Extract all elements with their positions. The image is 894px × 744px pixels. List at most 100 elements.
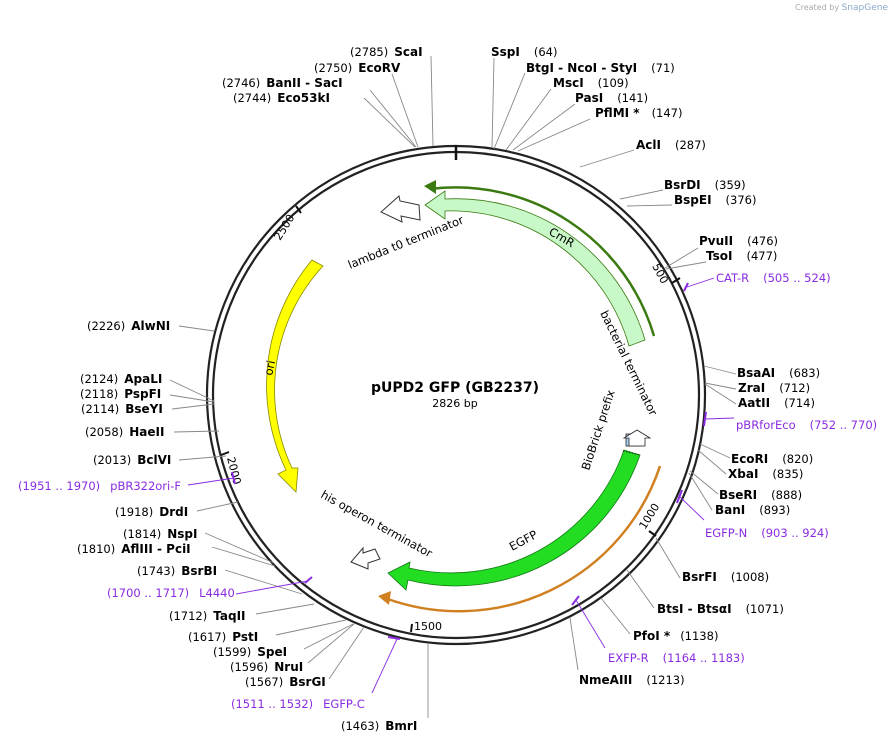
site-btsi-btsai: BtsI - BtsαI(1071)	[657, 602, 784, 616]
leader-pspfi	[169, 394, 215, 403]
primer-mark-cat-r	[683, 282, 689, 292]
tick-label-1000: 1000	[637, 501, 663, 532]
site-eco53ki: (2744)Eco53kI	[233, 91, 330, 105]
site-psti: (1617)PstI	[188, 630, 258, 644]
credit-prefix: Created by	[795, 3, 840, 12]
primer-labels: CAT-R(505 .. 524) pBRforEco(752 .. 770) …	[18, 271, 877, 711]
primer-leader-l4440	[235, 580, 309, 595]
site-ecori: EcoRI(820)	[731, 452, 813, 466]
site-ecorv: (2750)EcoRV	[314, 61, 401, 75]
leader-bseri	[689, 470, 719, 495]
his-terminator-arrow	[350, 546, 381, 570]
primer-mark-exfp-r	[571, 595, 580, 606]
site-bseyi: (2114)BseYI	[81, 402, 163, 416]
primer-leader-exfp-r	[575, 599, 606, 649]
site-aatii: AatII(714)	[738, 396, 815, 410]
leader-bsrgi	[328, 626, 365, 680]
site-bani: BanI(893)	[715, 503, 790, 517]
ruler	[220, 205, 681, 633]
ori-label: ori	[261, 359, 278, 377]
site-drdi: (1918)DrdI	[115, 505, 188, 519]
leader-nmeaiii	[569, 617, 579, 671]
site-bsrdi: BsrDI(359)	[664, 178, 746, 192]
primer-l4440: (1700 .. 1717)L4440	[107, 586, 235, 600]
cmr-orf-arrowhead	[424, 180, 436, 194]
primer-leaders	[187, 277, 735, 694]
primer-egfp-c: (1511 .. 1532)EGFP-C	[231, 697, 365, 711]
leader-scai	[430, 55, 434, 147]
primer-leader-egfp-c	[371, 638, 398, 694]
leader-bsrbi	[224, 569, 303, 595]
tick-mark-2000	[220, 451, 230, 456]
site-msci: MscI(109)	[553, 76, 629, 90]
primer-pbrforeco: pBRforEco(752 .. 770)	[736, 418, 877, 432]
site-spei: (1599)SpeI	[213, 645, 287, 659]
site-banii-saci: (2746)BanII - SacI	[222, 76, 343, 90]
primer-exfp-r: EXFP-R(1164 .. 1183)	[608, 651, 745, 665]
site-bsrbi: (1743)BsrBI	[137, 564, 217, 578]
leader-alwni	[178, 325, 215, 332]
tick-mark-1000	[648, 530, 657, 537]
leader-acli	[579, 149, 635, 168]
primer-leader-cat-r	[686, 277, 715, 288]
tick-mark-2500	[295, 205, 302, 214]
primer-cat-r: CAT-R(505 .. 524)	[716, 271, 831, 285]
leader-afliii	[211, 546, 276, 567]
site-pasi: PasI(141)	[575, 91, 648, 105]
leader-ecorv	[391, 73, 419, 148]
egfp-orf-outline	[384, 465, 662, 613]
site-labels: (2785)ScaI (2750)EcoRV (2746)BanII - Sac…	[77, 45, 820, 733]
site-bmri: (1463)BmrI	[341, 719, 417, 733]
site-haeii: (2058)HaeII	[85, 425, 164, 439]
primer-pbr322ori-f: (1951 .. 1970)pBR322ori-F	[18, 479, 181, 493]
site-pfoi: PfoI *(1138)	[633, 629, 718, 643]
leader-bsaai	[703, 365, 737, 375]
tick-mark-1500	[410, 623, 413, 633]
leader-drdi	[196, 501, 239, 512]
lambda-terminator-label: lambda t0 terminator	[346, 212, 466, 271]
primer-leader-pbrforeco	[704, 417, 735, 420]
leader-bsrdi	[619, 189, 664, 200]
leader-psti	[275, 619, 347, 636]
site-pvuii: PvuII(476)	[699, 234, 778, 248]
tick-mark-500	[671, 277, 681, 284]
site-leaders	[169, 55, 737, 718]
leader-sspi	[491, 57, 495, 149]
site-nspi: (1814)NspI	[123, 527, 198, 541]
leader-msci	[505, 88, 552, 151]
site-pflmi: PflMI *(147)	[595, 106, 683, 120]
tick-label-2500: 2500	[272, 212, 298, 243]
site-bsrgi: (1567)BsrGI	[245, 675, 326, 689]
site-acli: AclI(287)	[636, 138, 706, 152]
leader-nrui	[307, 623, 355, 664]
leader-pvuii	[664, 247, 699, 269]
site-bseri: BseRI(888)	[719, 488, 802, 502]
site-tsoi: TsoI(477)	[706, 249, 777, 263]
leader-taqii	[255, 603, 315, 615]
site-taqii: (1712)TaqII	[169, 609, 246, 623]
biobrick-prefix-arrow	[622, 429, 652, 456]
his-terminator-label: his operon terminator	[319, 487, 435, 560]
leader-btsi	[626, 569, 655, 609]
features	[266, 180, 662, 613]
leader-zrai	[704, 382, 737, 390]
site-alwni: (2226)AlwNI	[87, 319, 170, 333]
site-pspfi: (2118)PspFI	[80, 387, 161, 401]
leader-nspi	[204, 532, 275, 564]
site-bclvi: (2013)BclVI	[93, 453, 171, 467]
leader-bspei	[626, 204, 673, 207]
primer-mark-egfp-n	[676, 489, 683, 504]
snapgene-logo-text: SnapGene	[841, 3, 888, 13]
primer-leader-pbr322ori-f	[187, 477, 235, 486]
leader-aatii	[704, 383, 737, 405]
primer-mark-egfp-c	[387, 636, 401, 640]
site-bspei: BspEI(376)	[674, 193, 756, 207]
leader-bseyi	[171, 403, 215, 410]
biobrick-prefix-label: BioBrick prefix	[579, 388, 618, 472]
site-apali: (2124)ApaLI	[80, 372, 162, 386]
site-xbai: XbaI(835)	[728, 467, 803, 481]
leader-bsrfi	[655, 537, 681, 579]
ori-feature	[266, 259, 324, 493]
leader-tsoi	[665, 261, 707, 270]
site-bsaai: BsaAI(683)	[737, 366, 820, 380]
